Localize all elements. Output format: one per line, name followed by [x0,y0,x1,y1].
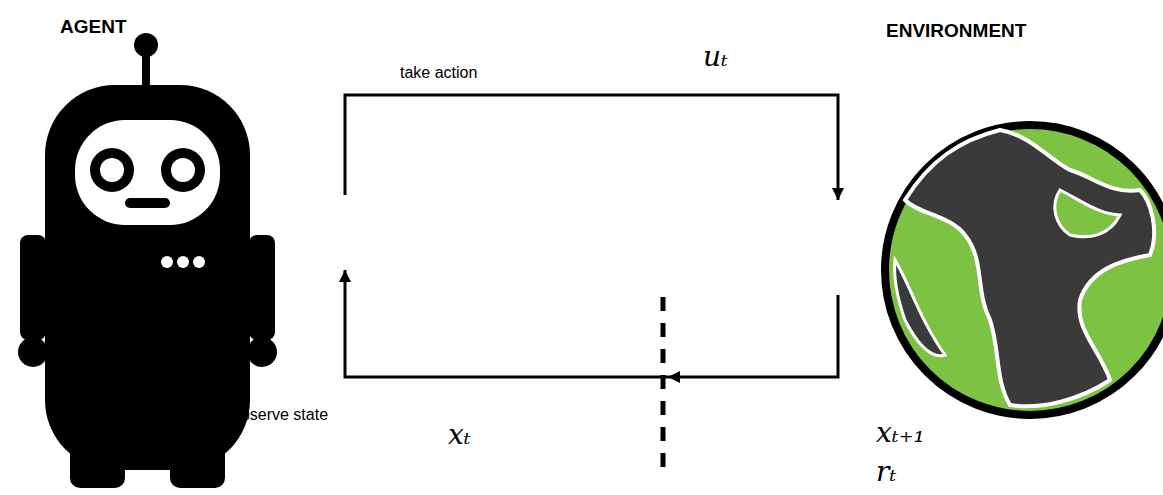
loop-connector [345,95,844,200]
loop-connector [339,270,838,377]
dashed-divider [661,297,666,470]
action-symbol: uₜ [703,40,728,73]
observe-caption: observe state [232,406,328,424]
node-title: ENVIRONMENT [886,20,1026,42]
next-state-symbol: xₜ₊₁ [876,416,925,449]
earth-icon [885,125,1163,415]
action-caption: take action [400,64,477,82]
node-title: AGENT [60,16,127,38]
state-symbol: xₜ [448,418,471,451]
reward-symbol: rₜ [876,455,896,488]
